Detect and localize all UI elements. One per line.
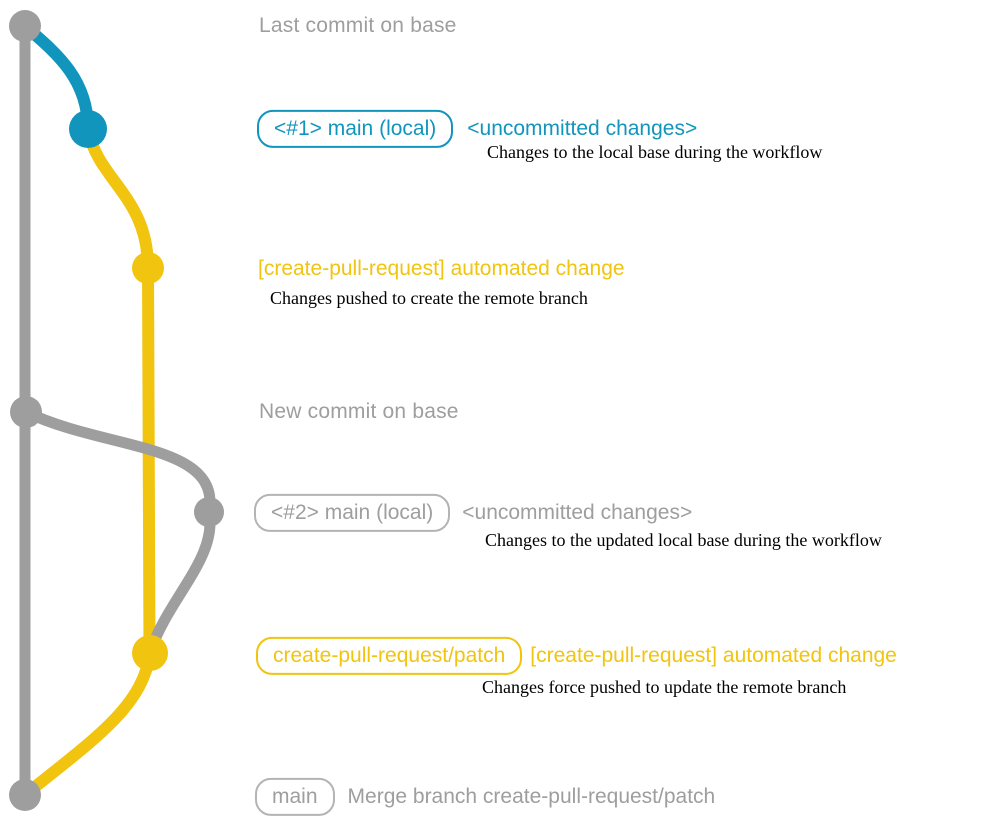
annotation-automated-change-2: create-pull-request/patch [create-pull-r… — [256, 636, 897, 676]
caption-automated-change-1: Changes pushed to create the remote bran… — [270, 288, 588, 308]
commit-dot-merge — [9, 779, 41, 811]
branch-curve-merge — [19, 647, 156, 801]
annotation-uncommitted-1: <#1> main (local) <uncommitted changes> — [257, 109, 698, 149]
annotation-merge: main Merge branch create-pull-request/pa… — [255, 777, 716, 817]
annotation-uncommitted-2: <#2> main (local) <uncommitted changes> — [254, 493, 693, 533]
commit-message-automated-1: [create-pull-request] automated change — [258, 257, 625, 280]
new-commit-header: New commit on base — [259, 400, 459, 423]
caption-uncommitted-1: Changes to the local base during the wor… — [487, 142, 823, 162]
commit-dot-automated-change-1 — [132, 252, 164, 284]
uncommitted-changes-note-2: <uncommitted changes> — [462, 501, 693, 524]
branch-curve-rebase — [144, 506, 216, 659]
remote-branch-line — [142, 267, 156, 654]
branch-label-main: main — [255, 777, 335, 817]
last-commit-header: Last commit on base — [259, 14, 457, 37]
branch-curve-base-update — [20, 406, 216, 518]
annotation-last-commit: Last commit on base — [259, 14, 457, 38]
annotation-automated-change-1: [create-pull-request] automated change — [258, 257, 625, 281]
commit-dot-new-base — [10, 396, 42, 428]
branch-curve-to-remote — [82, 123, 154, 274]
commit-dot-uncommitted-2 — [194, 497, 224, 527]
uncommitted-changes-note-1: <uncommitted changes> — [467, 117, 698, 140]
caption-uncommitted-2: Changes to the updated local base during… — [485, 530, 882, 550]
commit-dot-uncommitted-1 — [69, 110, 107, 148]
branch-label-main-local-1: <#1> main (local) — [257, 109, 454, 149]
caption-automated-change-2: Changes force pushed to update the remot… — [482, 677, 847, 697]
commit-message-automated-2: [create-pull-request] automated change — [530, 644, 897, 667]
branch-label-main-local-2: <#2> main (local) — [254, 493, 451, 533]
commit-dot-automated-change-2 — [132, 635, 168, 671]
commit-message-merge: Merge branch create-pull-request/patch — [347, 785, 716, 808]
annotation-new-commit: New commit on base — [259, 400, 459, 424]
branch-label-patch: create-pull-request/patch — [256, 636, 523, 676]
commit-dot-last-base — [9, 10, 41, 42]
